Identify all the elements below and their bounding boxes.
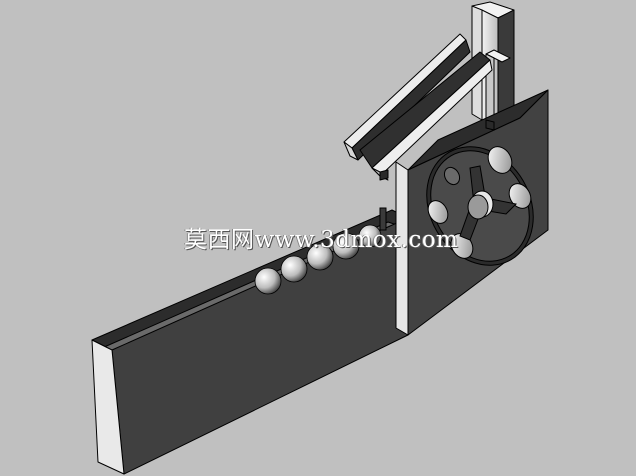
inclined-chute xyxy=(343,33,493,181)
slotted-wheel xyxy=(426,146,534,266)
wheel-hole xyxy=(427,200,449,224)
balls xyxy=(254,224,382,295)
wheel-hub xyxy=(467,194,489,220)
channel-end-face xyxy=(91,339,125,475)
wheel-hole xyxy=(443,166,461,186)
connector xyxy=(485,119,495,131)
channel-front-face xyxy=(111,217,409,475)
chute-back-side xyxy=(343,141,359,161)
ball xyxy=(306,243,334,271)
wheel-hole xyxy=(487,146,513,174)
wheel-hole xyxy=(508,183,532,209)
ball xyxy=(332,232,360,260)
ball xyxy=(254,267,282,295)
connector-post xyxy=(485,119,495,131)
watermark-text: 莫西网www.3dmox.com xyxy=(184,227,459,253)
wheel-hole xyxy=(450,233,474,259)
tube-front-face xyxy=(485,49,511,63)
chute-outlet xyxy=(379,169,389,181)
ball xyxy=(280,255,308,283)
gate-post-left xyxy=(379,207,387,231)
ball xyxy=(358,224,382,248)
housing-side-face xyxy=(395,161,409,336)
